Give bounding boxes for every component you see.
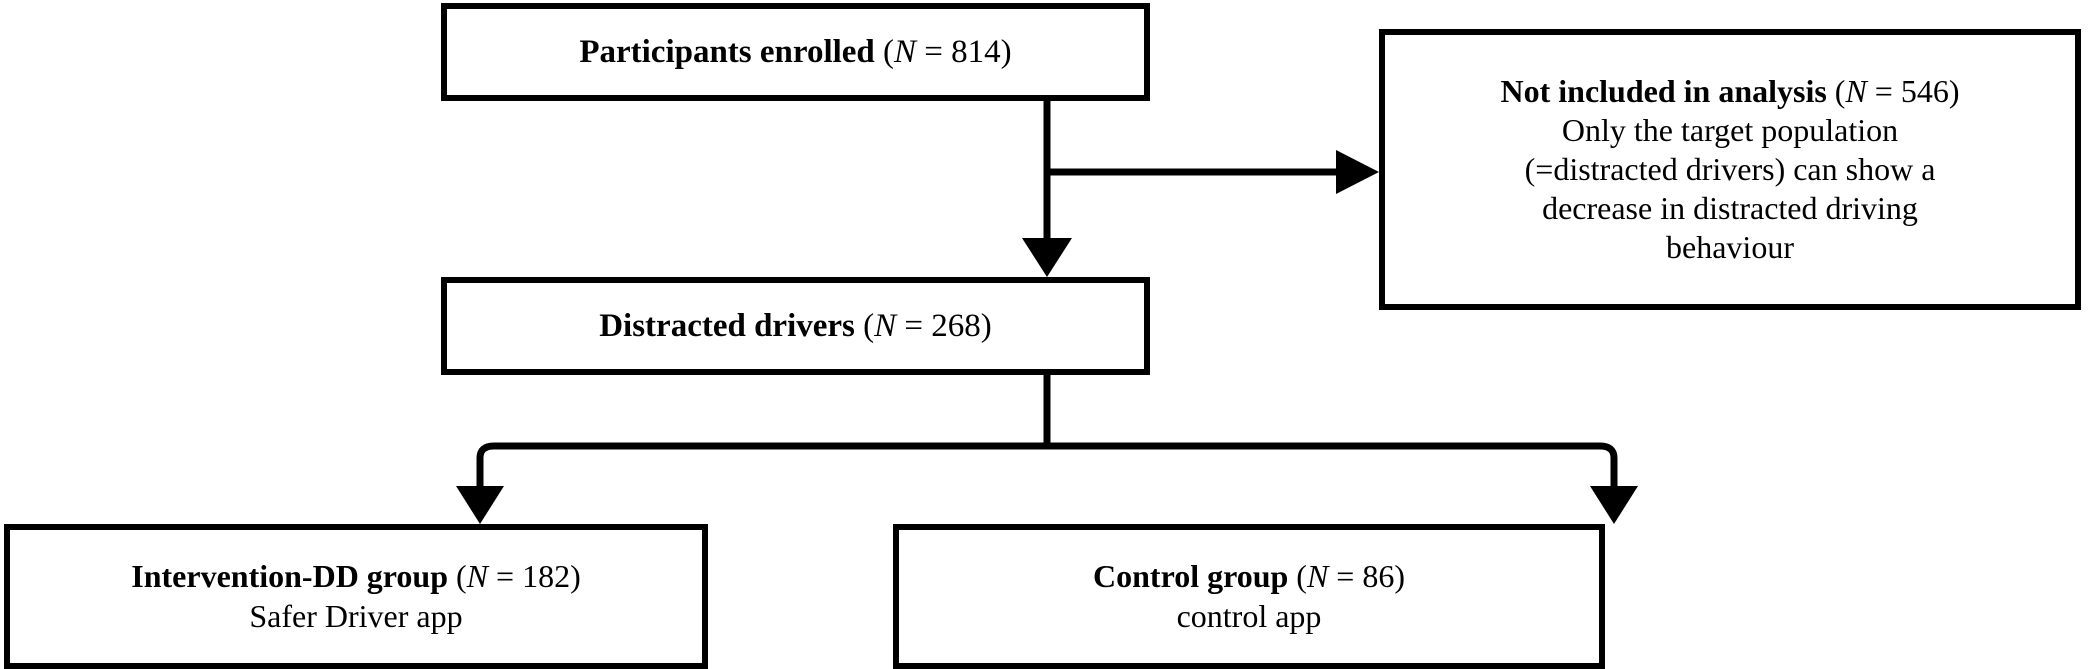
node-control-paren-close: ) bbox=[1394, 558, 1405, 595]
arrowhead-right-excluded bbox=[1336, 150, 1379, 194]
node-control-paren-open: ( bbox=[1288, 558, 1307, 595]
node-distracted-value: 268 bbox=[931, 307, 981, 344]
node-intervention-dd-group[interactable]: Intervention-DD group (N = 182) Safer Dr… bbox=[4, 524, 708, 669]
node-intervention-paren-open: ( bbox=[448, 558, 467, 595]
node-control-equals: = bbox=[1328, 558, 1363, 595]
node-distracted-label: Distracted drivers bbox=[599, 307, 855, 344]
node-enrolled-line-1: Participants enrolled (N = 814) bbox=[579, 32, 1011, 72]
node-intervention-equals: = bbox=[488, 558, 523, 595]
node-control-value: 86 bbox=[1362, 558, 1395, 595]
node-excluded-n-symbol: N bbox=[1845, 72, 1867, 109]
node-participants-enrolled[interactable]: Participants enrolled (N = 814) bbox=[441, 3, 1150, 101]
node-excluded-line-5: behaviour bbox=[1666, 229, 1794, 266]
node-intervention-n-symbol: N bbox=[466, 558, 489, 595]
edge-distracted-bus bbox=[476, 442, 1618, 474]
arrowhead-down-control bbox=[1590, 486, 1638, 524]
node-distracted-drivers[interactable]: Distracted drivers (N = 268) bbox=[441, 277, 1150, 375]
node-excluded-line-2: Only the target population bbox=[1561, 111, 1899, 148]
node-excluded-paren-close: ) bbox=[1948, 72, 1960, 109]
node-control-line-2: control app bbox=[1176, 597, 1322, 634]
node-intervention-value: 182 bbox=[522, 558, 571, 595]
arrowhead-down-distracted bbox=[1022, 238, 1072, 277]
node-enrolled-n-symbol: N bbox=[894, 33, 917, 70]
node-excluded-line-1: Not included in analysis (N = 546) bbox=[1500, 72, 1959, 111]
node-distracted-equals: = bbox=[896, 307, 932, 344]
node-excluded-value: 546 bbox=[1900, 72, 1949, 109]
node-excluded-line-4: decrease in distracted driving bbox=[1542, 190, 1918, 227]
node-control-n-symbol: N bbox=[1306, 558, 1329, 595]
arrowhead-down-intervention bbox=[456, 486, 504, 524]
node-distracted-paren-close: ) bbox=[980, 307, 992, 344]
node-excluded-line-3: (=distracted drivers) can show a bbox=[1524, 150, 1936, 187]
node-excluded-equals: = bbox=[1866, 72, 1901, 109]
node-control-line-1: Control group (N = 86) bbox=[1093, 557, 1405, 596]
node-enrolled-value: 814 bbox=[951, 33, 1001, 70]
node-intervention-line-1: Intervention-DD group (N = 182) bbox=[131, 557, 580, 596]
node-excluded-label: Not included in analysis bbox=[1500, 72, 1827, 109]
node-intervention-label: Intervention-DD group bbox=[131, 558, 449, 595]
node-enrolled-paren-open: ( bbox=[874, 33, 895, 70]
node-not-included-in-analysis[interactable]: Not included in analysis (N = 546) Only … bbox=[1379, 29, 2081, 310]
node-distracted-line-1: Distracted drivers (N = 268) bbox=[599, 306, 992, 346]
node-enrolled-equals: = bbox=[916, 33, 952, 70]
node-enrolled-label: Participants enrolled bbox=[579, 33, 875, 70]
node-intervention-paren-close: ) bbox=[570, 558, 581, 595]
node-distracted-n-symbol: N bbox=[874, 307, 897, 344]
node-control-label: Control group bbox=[1093, 558, 1289, 595]
node-intervention-line-2: Safer Driver app bbox=[249, 597, 463, 634]
node-distracted-paren-open: ( bbox=[854, 307, 875, 344]
node-enrolled-paren-close: ) bbox=[1000, 33, 1012, 70]
node-control-group[interactable]: Control group (N = 86) control app bbox=[893, 524, 1605, 669]
node-excluded-paren-open: ( bbox=[1826, 72, 1846, 109]
